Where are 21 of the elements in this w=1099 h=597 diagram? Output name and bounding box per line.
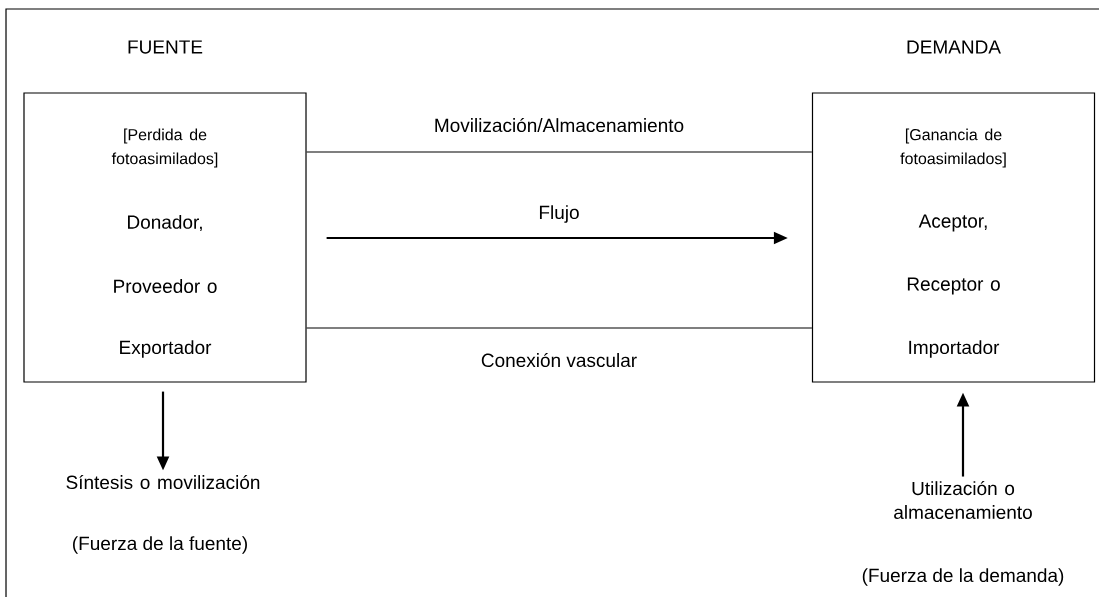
edge-label: Flujo bbox=[536, 203, 582, 225]
node-label: [Ganancia de fotoasimilados] bbox=[900, 128, 1006, 168]
node-label: Proveedor o bbox=[114, 279, 217, 293]
process-box: [Perdida de fotoasimilados] Donador, Proveedor o Exportador bbox=[23, 92, 307, 383]
node-text: Utilización o almacenamiento bbox=[894, 480, 1032, 520]
box-heading: DEMANDA bbox=[907, 40, 1001, 54]
node-label: Donador, bbox=[128, 214, 202, 232]
node-label: [Perdida de fotoasimilados] bbox=[111, 128, 218, 168]
connector-line bbox=[306, 151, 813, 153]
edge-label: Conexión vascular bbox=[478, 350, 640, 370]
node-label: Importador bbox=[909, 340, 1000, 358]
connector-line bbox=[306, 327, 813, 329]
process-box: [Ganancia de fotoasimilados] Aceptor, Receptor o Importador bbox=[811, 92, 1096, 383]
box-heading: FUENTE bbox=[128, 40, 203, 54]
node-label: Receptor o bbox=[907, 277, 1000, 295]
edge-label: Movilización/Almacenamiento bbox=[431, 115, 687, 135]
node-label: (Fuerza de la demanda) bbox=[862, 568, 1064, 586]
node-text: Síntesis o movilización bbox=[66, 474, 260, 490]
node-label: (Fuerza de la fuente) bbox=[73, 536, 247, 554]
node-label: Aceptor, bbox=[918, 214, 987, 232]
node-label: Exportador bbox=[120, 340, 212, 358]
